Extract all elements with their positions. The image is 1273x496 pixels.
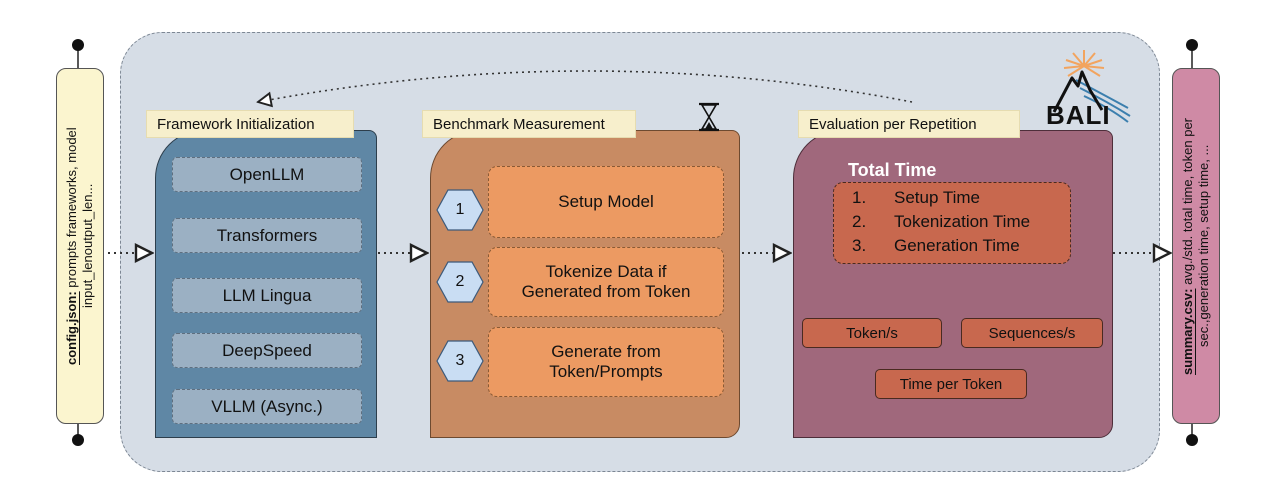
step-2-tokenize-data: Tokenize Data if Generated from Token	[488, 247, 724, 317]
bali-logo-text: BALI	[1046, 100, 1111, 130]
step-3-generate: Generate from Token/Prompts	[488, 327, 724, 397]
benchmark-panel-label: Benchmark Measurement	[422, 110, 636, 138]
output-summary-keyword: summary.csv:	[1180, 288, 1195, 375]
total-time-title: Total Time	[848, 160, 937, 180]
step-1-setup-model: Setup Model	[488, 166, 724, 238]
evaluation-panel-label: Evaluation per Repetition	[798, 110, 1020, 138]
input-config-description: prompts frameworks, model input_lenoutpu…	[64, 127, 95, 309]
total-time-item-1: 1. Setup Time	[852, 188, 980, 208]
step-1-number-badge: 1	[436, 189, 484, 231]
framework-item-vllm: VLLM (Async.)	[172, 389, 362, 424]
metric-sequences-per-second: Sequences/s	[961, 318, 1103, 348]
framework-item-deepspeed: DeepSpeed	[172, 333, 362, 368]
total-time-item-1-text: Setup Time	[894, 188, 980, 207]
total-time-item-3-num: 3.	[852, 236, 867, 255]
total-time-item-2-num: 2.	[852, 212, 867, 231]
step-2-number: 2	[455, 273, 465, 290]
step-2-number-badge: 2	[436, 261, 484, 303]
metric-time-per-token: Time per Token	[875, 369, 1027, 399]
step-1-number: 1	[455, 201, 465, 218]
framework-panel-label: Framework Initialization	[146, 110, 354, 138]
total-time-item-3-text: Generation Time	[894, 236, 1020, 255]
hourglass-icon	[699, 102, 719, 132]
step-3-number-badge: 3	[436, 340, 484, 382]
output-summary-text: summary.csv: avg./std. total time, token…	[1172, 72, 1220, 420]
total-time-item-3: 3. Generation Time	[852, 236, 1020, 256]
framework-item-transformers: Transformers	[172, 218, 362, 253]
framework-item-llm-lingua: LLM Lingua	[172, 278, 362, 313]
input-config-box	[56, 68, 104, 424]
input-config-text: config.json: prompts frameworks, model i…	[56, 72, 104, 420]
metric-tokens-per-second: Token/s	[802, 318, 942, 348]
total-time-item-1-num: 1.	[852, 188, 867, 207]
total-time-box	[833, 182, 1071, 264]
bali-logo-graphic	[1052, 50, 1131, 123]
framework-item-openllm: OpenLLM	[172, 157, 362, 192]
total-time-item-2-text: Tokenization Time	[894, 212, 1031, 231]
output-summary-box	[1172, 68, 1220, 424]
total-time-item-2: 2. Tokenization Time	[852, 212, 1030, 232]
step-3-number: 3	[455, 352, 465, 369]
input-config-keyword: config.json:	[64, 291, 79, 365]
